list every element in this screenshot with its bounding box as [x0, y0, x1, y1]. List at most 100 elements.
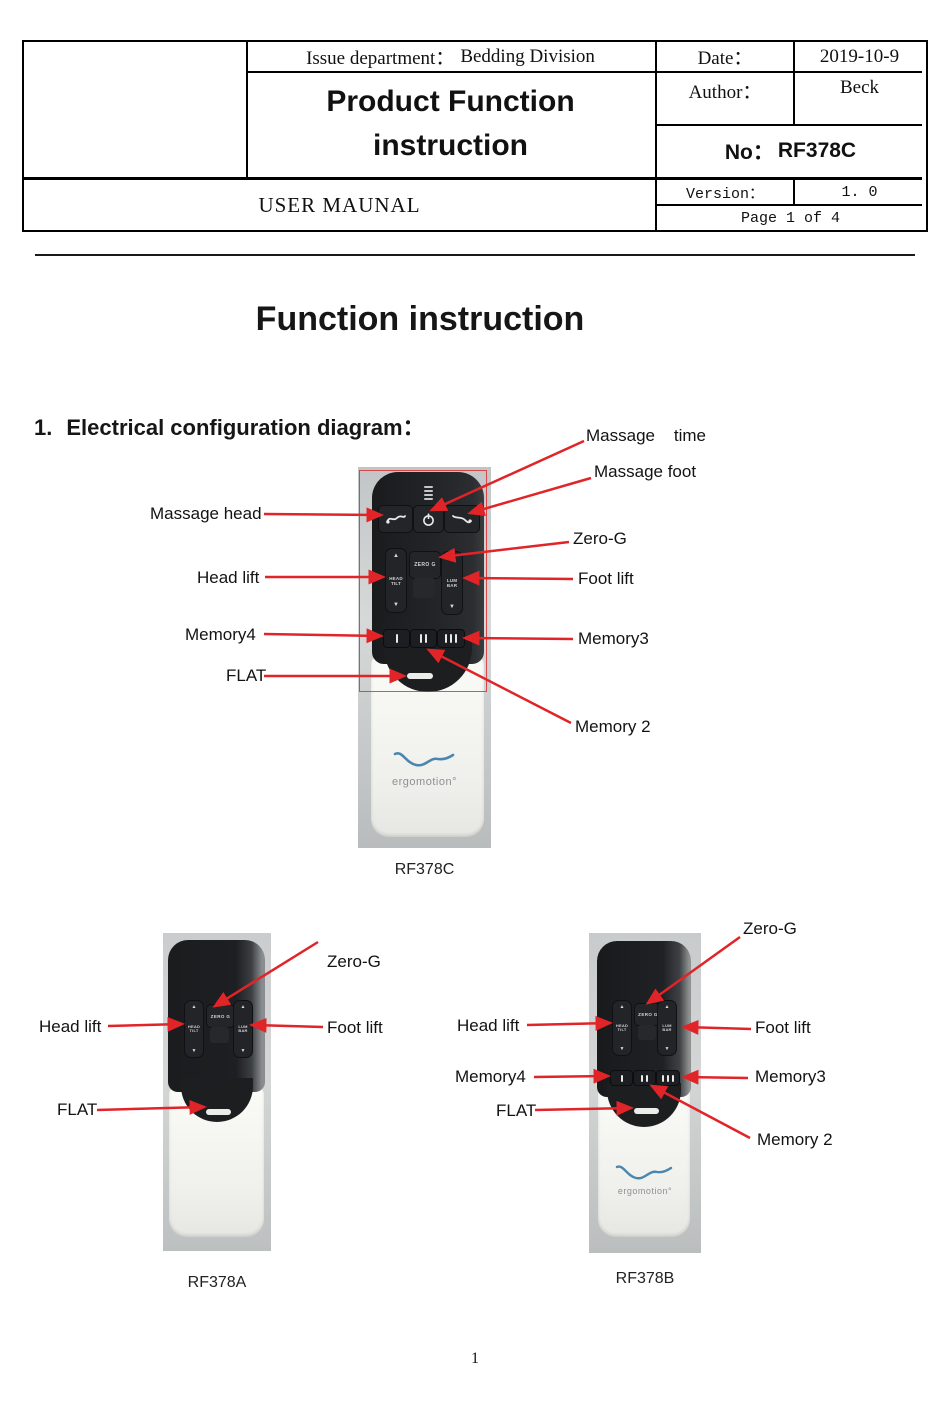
- massage-time-indicator-icon: [424, 490, 433, 492]
- down-arrow-icon: ▼: [191, 1048, 197, 1054]
- label-flat: FLAT: [226, 666, 267, 685]
- label-foot-lift: Foot lift: [327, 1018, 383, 1037]
- version-label: Version：: [685, 185, 764, 203]
- label-massage-foot: Massage foot: [594, 462, 697, 481]
- tick-icon: [420, 634, 422, 643]
- label-head-lift: Head lift: [39, 1017, 102, 1036]
- center-connector: [210, 1027, 229, 1043]
- table-line: [655, 124, 922, 126]
- tick-icon: [395, 634, 398, 643]
- label-head-lift: Head lift: [197, 568, 260, 587]
- table-line: [793, 42, 795, 124]
- page-info: Page 1 of 4: [740, 209, 841, 227]
- zero-g-button: ZERO G: [206, 1004, 235, 1028]
- memory-3-button: [656, 1070, 680, 1086]
- issue-department-value: Bedding Division: [460, 45, 595, 67]
- table-line: [655, 42, 657, 230]
- table-line: [655, 204, 922, 206]
- page-number: 1: [471, 1350, 479, 1367]
- table-line: [246, 71, 922, 73]
- tick-icon: [641, 1074, 643, 1082]
- label-foot-lift: Foot lift: [578, 569, 634, 588]
- massage-foot-icon: [452, 515, 472, 524]
- issue-department-cell: Issue department： Bedding Division: [248, 42, 653, 71]
- up-arrow-icon: ▲: [619, 1004, 625, 1010]
- tick-icon: [672, 1074, 674, 1082]
- down-arrow-icon: ▼: [240, 1048, 246, 1054]
- version-value: 1. 0: [841, 183, 878, 201]
- caption-rf378c: RF378C: [394, 861, 455, 878]
- caption-rf378a: RF378A: [187, 1274, 247, 1291]
- ergomotion-logo-icon: [615, 1165, 673, 1180]
- section-heading: 1. Electrical configuration diagram：: [34, 410, 425, 442]
- label-memory4: Memory4: [185, 625, 256, 644]
- up-arrow-icon: ▲: [664, 1004, 670, 1010]
- author-label: Author：: [688, 82, 762, 103]
- memory-2-button: [410, 629, 437, 648]
- section-number: 1.: [34, 415, 53, 440]
- down-arrow-icon: ▼: [449, 604, 455, 610]
- flat-button: [634, 1108, 659, 1114]
- center-connector: [638, 1025, 656, 1040]
- table-line: [24, 177, 922, 180]
- memory-1-button: [610, 1070, 633, 1086]
- label-memory3: Memory3: [578, 629, 649, 648]
- massage-time-indicator-icon: [424, 486, 433, 488]
- label-memory2: Memory 2: [757, 1130, 833, 1149]
- logo-cell: [24, 42, 246, 177]
- doc-no-value: RF378C: [777, 138, 857, 162]
- label-foot-lift: Foot lift: [755, 1018, 811, 1037]
- doc-no-label: No：: [724, 140, 774, 164]
- ergomotion-logo-text: ergomotion°: [617, 1186, 673, 1196]
- tick-icon: [662, 1074, 664, 1082]
- tick-icon: [620, 1074, 623, 1082]
- down-arrow-icon: ▼: [619, 1046, 625, 1052]
- label-memory3: Memory3: [755, 1067, 826, 1086]
- product-title: Product Function instruction: [326, 85, 575, 162]
- product-title-cell: Product Function instruction: [248, 71, 653, 177]
- date-value: 2019-10-9: [819, 45, 900, 67]
- table-line: [793, 177, 795, 204]
- date-label: Date：: [697, 48, 753, 69]
- flat-button: [407, 673, 433, 679]
- memory-2-button: [633, 1070, 656, 1086]
- author-value: Beck: [839, 77, 880, 98]
- ergomotion-logo-text: ergomotion°: [392, 776, 457, 788]
- label-zero-g: Zero-G: [573, 529, 627, 548]
- massage-time-indicator-icon: [424, 494, 433, 496]
- massage-time-indicator-icon: [424, 498, 433, 500]
- label-massage-time: Massage time: [586, 426, 706, 445]
- label-flat: FLAT: [57, 1100, 98, 1119]
- label-zero-g: Zero-G: [743, 919, 797, 938]
- label-zero-g: Zero-G: [327, 952, 381, 971]
- tick-icon: [450, 634, 452, 643]
- annotation-rectangle: [359, 470, 487, 692]
- table-line: [246, 42, 248, 177]
- ergomotion-logo-icon: [393, 751, 455, 767]
- tick-icon: [455, 634, 457, 643]
- user-manual-cell: USER MAUNAL: [258, 192, 421, 217]
- section-title: Electrical configuration diagram：: [66, 415, 425, 440]
- tick-icon: [667, 1074, 669, 1082]
- flat-button: [206, 1109, 231, 1115]
- massage-head-icon: [385, 515, 406, 524]
- header-table: Issue department： Bedding Division Date：…: [22, 40, 928, 232]
- down-arrow-icon: ▼: [664, 1046, 670, 1052]
- down-arrow-icon: ▼: [393, 602, 399, 608]
- caption-rf378b: RF378B: [615, 1270, 675, 1287]
- center-connector: [413, 578, 435, 598]
- doc-no-cell: No： RF378C: [657, 124, 924, 177]
- label-memory4: Memory4: [455, 1067, 526, 1086]
